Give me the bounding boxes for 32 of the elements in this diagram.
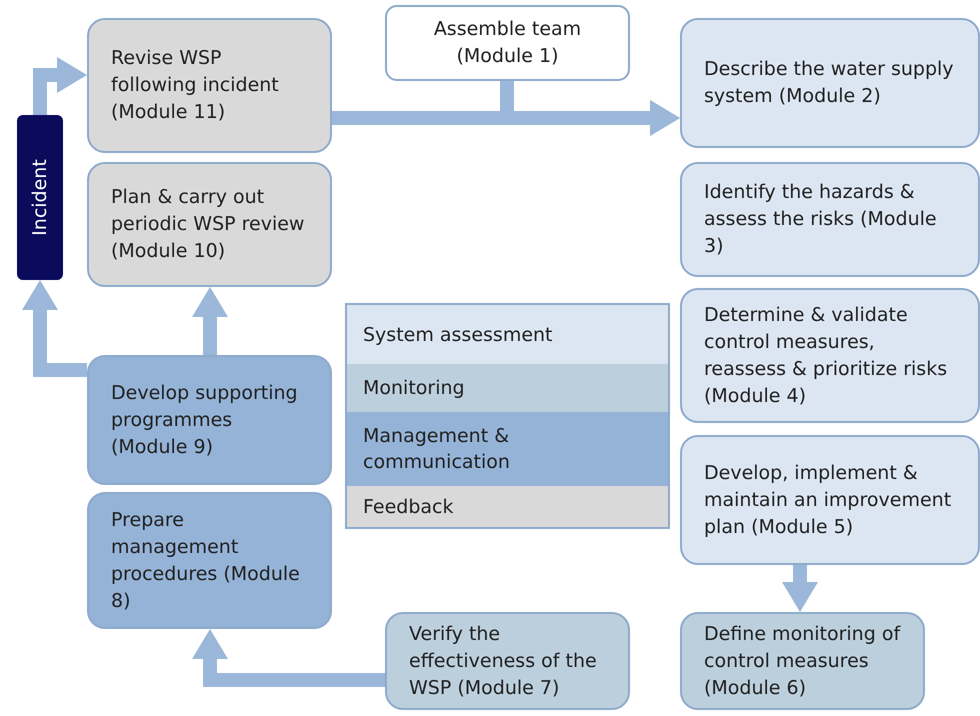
step-box: [87, 355, 332, 485]
step-text: Define monitoring of control measures (Module 6): [704, 622, 901, 700]
step-text: Develop supporting programmes (Module 9): [111, 380, 299, 460]
step-text: Assemble team (Module 1): [432, 17, 582, 69]
step-box: [680, 288, 980, 423]
step-box: [385, 5, 630, 81]
step-box: [87, 492, 332, 629]
step-text: Prepare management procedures (Module 8): [111, 508, 301, 614]
step-box: [680, 162, 980, 277]
step-box: [87, 18, 332, 153]
step-text: Develop, implement & maintain an improvement plan (Module 5): [704, 460, 952, 540]
step-text: Determine & validate control measures, reassess & prioritize risks (Module 4): [704, 302, 948, 408]
legend-text: System assessment: [363, 322, 553, 348]
step-box: [680, 18, 980, 148]
step-text: Revise WSP following incident (Module 11): [111, 46, 280, 125]
step-text: Describe the water supply system (Module 2): [704, 57, 955, 109]
step-text: Plan & carry out periodic WSP review (Module 10): [111, 185, 306, 264]
step-text: Incident: [28, 159, 52, 236]
step-box: [680, 435, 980, 565]
arrow: [192, 629, 385, 687]
arrow: [500, 81, 680, 136]
step-box: [87, 162, 332, 287]
arrow: [782, 565, 818, 612]
legend-text: Monitoring: [363, 376, 465, 401]
arrow: [192, 287, 228, 355]
legend-text: Management & communication: [363, 424, 511, 475]
step-box: [385, 612, 630, 710]
step-box: [680, 612, 925, 710]
step-text: Verify the effectiveness of the WSP (Module 7): [409, 622, 598, 700]
legend-text: Feedback: [363, 494, 454, 520]
event-box: [17, 115, 63, 280]
step-text: Identify the hazards & assess the risks (Module 3): [704, 180, 938, 259]
